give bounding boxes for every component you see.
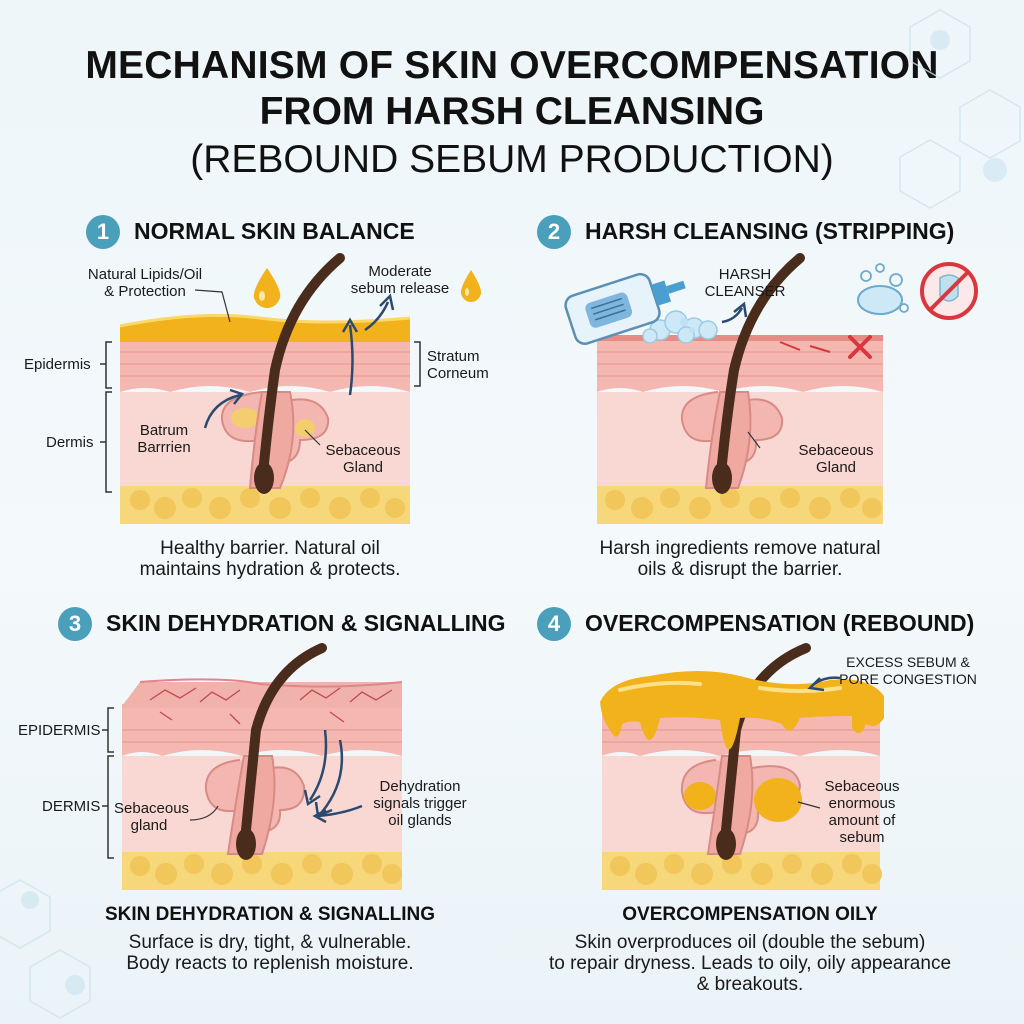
panel4-subtitle: OVERCOMPENSATION OILY: [520, 904, 980, 926]
excess-sebum-label: EXCESS SEBUM & PORE CONGESTION: [828, 654, 988, 688]
sebaceous-sebum-label: Sebaceous enormous amount of sebum: [812, 778, 912, 846]
panel4-caption: Skin overproduces oil (double the sebum)…: [500, 932, 1000, 995]
